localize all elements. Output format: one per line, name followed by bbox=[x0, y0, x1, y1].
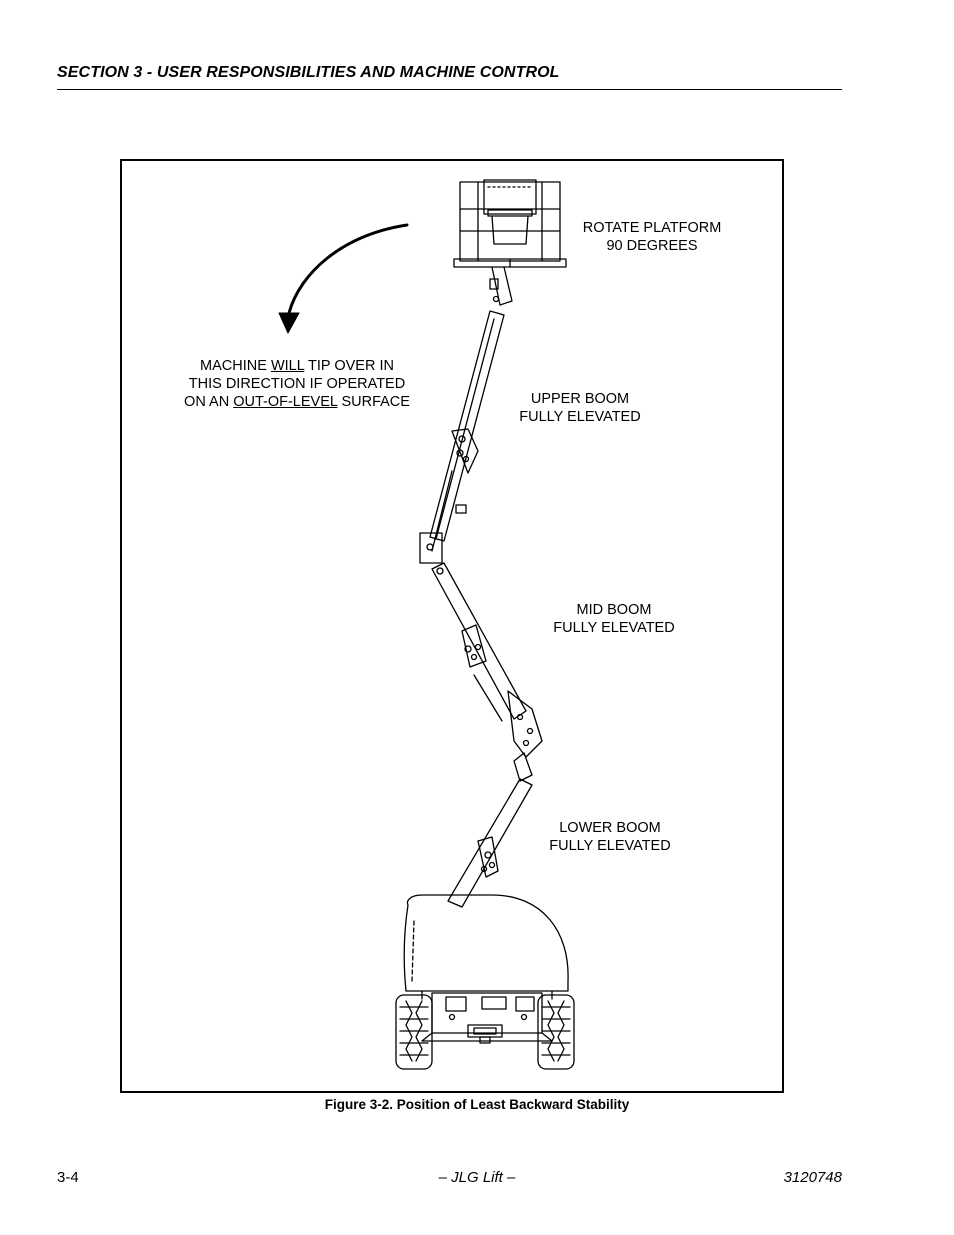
right-wheel bbox=[537, 994, 575, 1070]
turntable-hood bbox=[403, 894, 569, 1000]
mid-boom bbox=[431, 562, 527, 722]
lower-boom-label: LOWER BOOM FULLY ELEVATED bbox=[549, 820, 671, 854]
tip-direction-arrow bbox=[278, 223, 409, 334]
lower-boom bbox=[447, 778, 533, 908]
section-header: SECTION 3 - USER RESPONSIBILITIES AND MA… bbox=[57, 64, 560, 81]
footer-title: – JLG Lift – bbox=[438, 1169, 516, 1186]
page-number: 3-4 bbox=[57, 1169, 79, 1186]
rotate-platform-label: ROTATE PLATFORM 90 DEGREES bbox=[582, 220, 722, 254]
tip-warning-label: MACHINE WILL TIP OVER IN THIS DIRECTION … bbox=[184, 358, 410, 410]
figure-caption: Figure 3-2. Position of Least Backward S… bbox=[324, 1097, 630, 1112]
header-rule bbox=[57, 89, 842, 90]
mid-boom-label: MID BOOM FULLY ELEVATED bbox=[553, 602, 675, 636]
chassis bbox=[421, 992, 553, 1044]
lower-knuckle bbox=[507, 690, 543, 782]
mid-boom-knuckle bbox=[419, 532, 444, 575]
jib-arm bbox=[489, 266, 513, 306]
upper-boom bbox=[429, 310, 505, 552]
figure-frame: ROTATE PLATFORM 90 DEGREES MACHINE WILL … bbox=[120, 159, 784, 1093]
left-wheel bbox=[395, 994, 433, 1070]
document-number: 3120748 bbox=[783, 1169, 842, 1186]
platform-basket bbox=[453, 179, 567, 268]
upper-boom-label: UPPER BOOM FULLY ELEVATED bbox=[519, 391, 641, 425]
boom-lift-illustration bbox=[278, 179, 575, 1070]
